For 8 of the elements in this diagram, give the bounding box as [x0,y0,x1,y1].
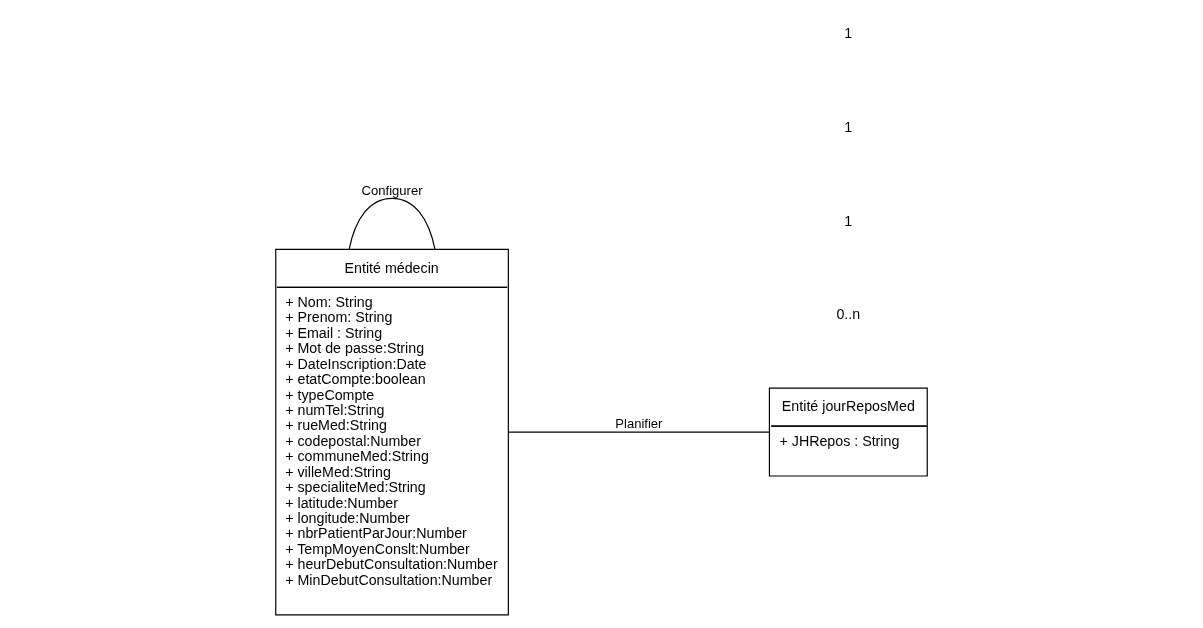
label: 1 [844,212,853,229]
label: 1 [844,118,853,135]
label: 0..n [836,306,861,323]
edge-label: Planifier [615,416,663,432]
connector [507,431,770,433]
edge-label: Configurer [361,182,423,198]
connector [348,197,436,250]
label: 1 [844,25,853,42]
